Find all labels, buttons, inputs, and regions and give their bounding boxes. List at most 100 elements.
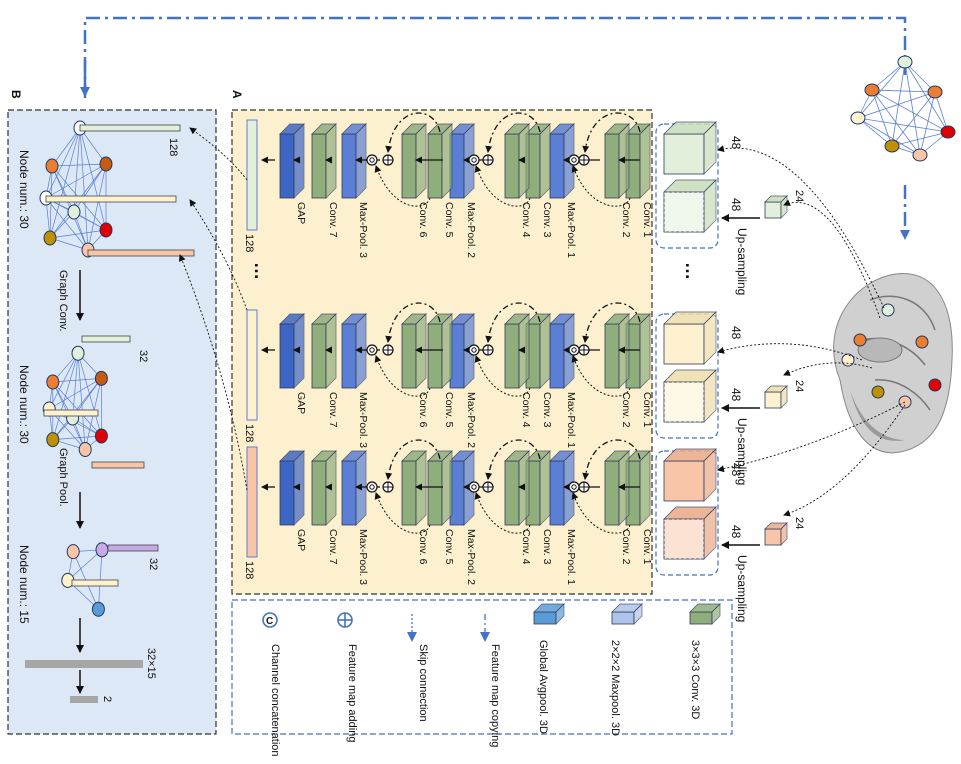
graph-edge	[45, 163, 107, 199]
layer-label-maxpool1: Max-Pool. 1	[565, 392, 577, 448]
layer-label-conv6: Conv. 6	[417, 202, 429, 238]
legend-box	[231, 599, 733, 735]
node-feature-bar	[45, 195, 177, 203]
layer-block-conv5	[427, 323, 443, 389]
graph-edge	[857, 117, 921, 156]
output-size-label: 2	[101, 696, 113, 702]
panel-a-label: A	[230, 90, 244, 99]
layer-label-gap: GAP	[295, 202, 307, 224]
layer-block-conv2-side	[618, 450, 630, 526]
concat-symbol	[468, 344, 480, 356]
graph-node	[78, 442, 92, 457]
region-link	[717, 343, 863, 361]
layer-block-conv6-side	[415, 450, 427, 526]
legend-maxpool-swatch	[611, 611, 635, 625]
layer-label-conv2: Conv. 2	[620, 529, 632, 565]
branch-ellipsis-a: …	[682, 262, 702, 280]
graph-edge	[49, 378, 102, 410]
layer-block-gap-side	[293, 123, 305, 199]
layer-label-conv7: Conv. 7	[327, 392, 339, 428]
node-feature-bar	[43, 409, 99, 417]
vector-link	[189, 127, 248, 181]
layer-block-conv5-side	[441, 123, 453, 199]
layer-block-conv7-side	[325, 450, 337, 526]
roi-node	[841, 353, 855, 367]
region-link	[783, 362, 873, 376]
layer-block-gap	[279, 323, 295, 389]
graph-edge	[51, 165, 75, 213]
layer-block-conv7-side	[325, 313, 337, 389]
concat-symbol-inner	[369, 484, 375, 490]
skip-arc	[571, 165, 631, 207]
layer-label-conv7: Conv. 7	[327, 202, 339, 238]
graph-edge	[891, 91, 936, 147]
concat-symbol	[468, 481, 480, 493]
legend-concat-label: Channel concatenation	[269, 644, 281, 757]
small-input-size-label: 24	[793, 190, 805, 202]
graph-edge	[79, 127, 107, 165]
graph-edge	[77, 353, 86, 450]
small-input-size-label: 24	[793, 380, 805, 392]
upsampling-label: Up-sampling	[735, 418, 749, 485]
layer-label-gap: GAP	[295, 392, 307, 414]
skip-arc	[474, 355, 531, 397]
layer-block-gap-side	[293, 313, 305, 389]
layer-block-conv2	[604, 323, 620, 389]
node-feature-bar	[81, 335, 131, 343]
graph-edge	[871, 61, 906, 91]
layer-label-conv6: Conv. 6	[417, 529, 429, 565]
graph-edge	[857, 117, 893, 147]
graph-edge	[49, 237, 89, 251]
legend-gap-swatch	[533, 611, 557, 625]
graph-edge	[51, 163, 107, 167]
concat-symbol-inner	[571, 157, 577, 163]
layer-block-conv6	[401, 323, 417, 389]
graph-node	[884, 139, 900, 153]
copied-cube-overlay	[663, 518, 705, 560]
layer-block-conv7	[311, 133, 327, 199]
region-link	[717, 401, 906, 473]
layer-label-maxpool1: Max-Pool. 1	[565, 202, 577, 258]
layer-block-conv3-side	[539, 450, 551, 526]
layer-block-conv4-side	[518, 313, 530, 389]
concat-symbol-inner	[571, 484, 577, 490]
layer-block-maxpool3	[341, 323, 357, 389]
layer-block-conv7-side	[325, 123, 337, 199]
roi-node	[853, 333, 867, 347]
layer-block-conv1-side	[639, 313, 651, 389]
skip-arc	[474, 165, 531, 207]
graph-edge	[871, 89, 949, 133]
input-cube	[663, 133, 705, 175]
graph-edge	[857, 117, 949, 133]
layer-label-maxpool3: Max-Pool. 3	[357, 392, 369, 448]
copy-arc	[485, 302, 541, 343]
layer-label-maxpool2: Max-Pool. 2	[465, 529, 477, 585]
concat-symbol	[468, 154, 480, 166]
flatten-bar	[25, 660, 143, 668]
graph-conv-label: Graph Conv.	[57, 270, 69, 332]
skip-arc	[474, 492, 531, 534]
graph-edge	[891, 131, 949, 147]
small-input-cube-side	[780, 385, 788, 409]
small-input-cube	[764, 201, 782, 219]
graph-node	[99, 156, 113, 172]
layer-block-maxpool3-side	[355, 450, 367, 526]
feature-size-label: 128	[243, 561, 255, 579]
layer-block-maxpool3	[341, 460, 357, 526]
flatten-size-label: 32×15	[145, 648, 157, 679]
layer-label-maxpool1: Max-Pool. 1	[565, 529, 577, 585]
layer-block-maxpool3	[341, 133, 357, 199]
node-feature-bar	[107, 544, 159, 552]
layer-label-conv3: Conv. 3	[541, 529, 553, 565]
layer-block-conv3-side	[539, 313, 551, 389]
graph-edge	[45, 197, 89, 251]
graph-node	[45, 158, 59, 174]
legend-maxpool-swatch-side	[633, 603, 643, 625]
legend-copy-label: Feature map copying	[489, 644, 501, 747]
concat-symbol-inner	[471, 484, 477, 490]
region-link	[783, 404, 906, 517]
legend-conv-swatch	[689, 611, 713, 625]
branch-ellipsis-b: …	[251, 262, 271, 280]
input-cube-side	[703, 121, 717, 175]
